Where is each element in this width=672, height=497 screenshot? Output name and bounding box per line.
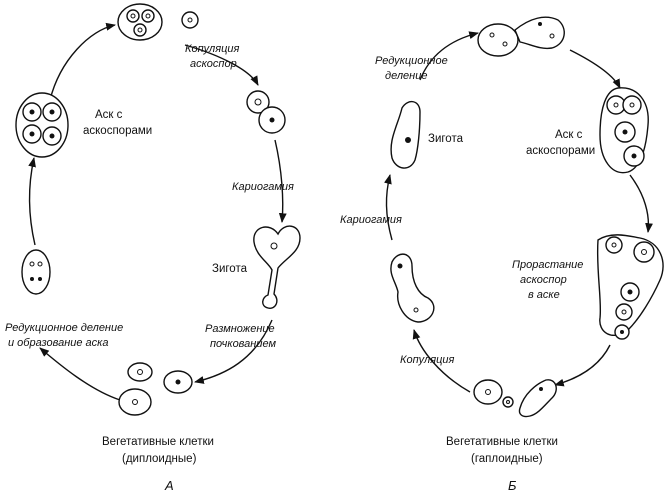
vegetative-cells-b <box>473 379 557 418</box>
label-reduction-b-1: Редукционное <box>375 55 448 67</box>
label-copulation-b: Копуляция <box>400 354 455 366</box>
label-budding-a-2: почкованием <box>210 338 276 350</box>
label-veg-a-2: (диплоидные) <box>122 453 197 465</box>
label-ask-b-2: аскоспорами <box>526 145 595 157</box>
arrow-b-to-vegetative <box>554 344 611 387</box>
label-reduction-a-1: Редукционное деление <box>5 322 123 334</box>
label-budding-a-1: Размножение <box>205 323 275 335</box>
ascospores-top-a <box>117 3 199 41</box>
label-ask-b-1: Аск с <box>555 129 583 141</box>
label-veg-a-1: Вегетативные клетки <box>102 436 214 448</box>
arrow-a-budding <box>194 319 273 384</box>
label-ask-a-2: аскоспорами <box>83 125 152 137</box>
label-veg-b-2: (гаплоидные) <box>471 453 543 465</box>
forming-ask-a <box>21 249 51 295</box>
ask-with-ascospores-b <box>599 87 649 174</box>
arrow-b-karyogamy <box>384 174 393 241</box>
arrow-a-copulation-to-pair <box>184 44 259 86</box>
arrow-a-karyogamy <box>274 139 287 223</box>
fused-ascospores-a <box>246 90 286 134</box>
label-germination-b-1: Прорастание <box>512 259 583 271</box>
label-reduction-b-2: деление <box>385 70 427 82</box>
label-ask-a-1: Аск с <box>95 109 123 121</box>
arrow-b-to-germination <box>629 174 653 233</box>
label-reduction-a-2: и образование аска <box>8 337 108 349</box>
vegetative-cells-a <box>118 362 193 416</box>
panel-b-letter: Б <box>508 478 517 493</box>
germinating-ask-b <box>596 234 664 340</box>
germinating-cells-top-b <box>477 16 565 57</box>
label-germination-b-2: аскоспор <box>520 274 567 286</box>
ask-with-ascospores-a <box>15 92 69 158</box>
arrow-a-to-reduction <box>39 347 121 401</box>
label-zygote-a: Зигота <box>212 263 248 275</box>
copulating-cells-b <box>390 253 435 323</box>
label-karyogamy-a: Кариогамия <box>232 181 294 193</box>
panel-a-letter: А <box>164 478 174 493</box>
label-karyogamy-b: Кариогамия <box>340 214 402 226</box>
arrow-b-copulation <box>412 329 471 393</box>
arrow-b-to-ask <box>569 49 621 89</box>
arrow-a-ask-to-copulation <box>49 22 116 101</box>
label-copulation-a-2: аскоспор <box>190 58 237 70</box>
panel-b: Редукционное деление Зигота Аск с аскосп… <box>340 16 664 493</box>
arrow-a-to-ask <box>28 157 36 246</box>
zygote-a <box>253 225 301 309</box>
label-veg-b-1: Вегетативные клетки <box>446 436 558 448</box>
label-germination-b-3: в аске <box>528 289 560 301</box>
panel-a: Аск с аскоспорами Копуляция аскоспор Кар… <box>5 3 301 493</box>
zygote-b <box>390 101 421 169</box>
label-zygote-b: Зигота <box>428 133 464 145</box>
label-copulation-a-1: Копуляция <box>185 43 240 55</box>
arrow-b-to-top <box>419 31 479 81</box>
